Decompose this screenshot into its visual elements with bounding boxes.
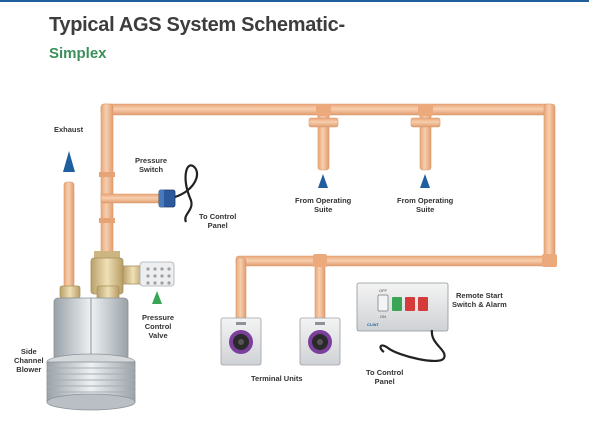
from-operating-suite-label: From Operating Suite [295,196,352,214]
pressure-control-valve [90,251,175,295]
page-subtitle: Simplex [49,45,107,62]
pressure-switch [158,164,199,223]
valve-arrow-icon [152,291,162,304]
side-channel-blower [46,285,136,411]
panel-off-label: OFF [379,288,388,293]
side-channel-blower-label: Side Channel Blower [14,347,44,374]
remote-alarm-panel: OFF ON CLINT [356,282,449,362]
to-control-panel-label: To Control Panel [366,368,404,386]
exhaust-arrow-icon [63,151,75,172]
to-control-panel-label: To Control Panel [199,212,237,230]
top-accent-rule [0,0,589,2]
remote-start-switch-alarm-label: Remote Start Switch & Alarm [452,291,507,309]
panel-brand-logo: CLINT [367,322,379,327]
terminal-units-label: Terminal Units [251,374,303,383]
terminal-unit [220,317,262,366]
pipe-network [63,103,557,321]
pressure-control-valve-label: Pressure Control Valve [142,313,175,340]
pressure-switch-label: Pressure Switch [135,156,168,174]
from-operating-suite-label: From Operating Suite [397,196,454,214]
page-title: Typical AGS System Schematic- [49,14,345,36]
operating-suite-arrow-icon [318,174,328,188]
exhaust-label: Exhaust [54,125,84,134]
panel-on-label: ON [380,314,386,319]
operating-suite-arrow-icon [420,174,430,188]
terminal-unit [299,317,341,366]
